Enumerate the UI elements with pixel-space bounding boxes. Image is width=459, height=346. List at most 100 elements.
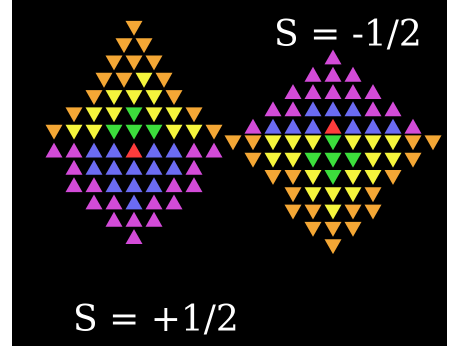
triangle-orange bbox=[155, 72, 173, 88]
triangle-green bbox=[324, 152, 342, 168]
triangle-orange bbox=[284, 187, 302, 203]
triangle-yellow bbox=[324, 204, 342, 220]
triangle-orange bbox=[324, 239, 342, 255]
triangle-orange bbox=[125, 20, 143, 36]
triangle-magenta bbox=[105, 211, 123, 227]
triangle-yellow bbox=[145, 107, 163, 123]
triangle-orange bbox=[165, 90, 183, 105]
triangle-magenta bbox=[65, 177, 83, 193]
triangle-yellow bbox=[65, 124, 83, 140]
triangle-orange bbox=[65, 107, 83, 123]
triangle-magenta bbox=[125, 229, 143, 244]
triangle-yellow bbox=[284, 152, 302, 168]
triangle-mosaic bbox=[45, 20, 442, 255]
triangle-magenta bbox=[45, 142, 63, 158]
triangle-blue bbox=[125, 159, 143, 175]
triangle-magenta bbox=[65, 142, 83, 158]
triangle-blue bbox=[145, 159, 163, 175]
triangle-blue bbox=[85, 142, 103, 158]
triangle-orange bbox=[115, 38, 133, 54]
triangle-yellow bbox=[105, 90, 123, 105]
triangle-blue bbox=[264, 118, 282, 134]
spin-down-label: S = -1/2 bbox=[274, 14, 422, 55]
triangle-magenta bbox=[344, 84, 362, 99]
triangle-orange bbox=[344, 204, 362, 220]
triangle-blue bbox=[145, 142, 163, 158]
triangle-yellow bbox=[384, 152, 402, 168]
triangle-magenta bbox=[324, 49, 342, 65]
triangle-red bbox=[125, 142, 143, 158]
triangle-orange bbox=[95, 72, 113, 88]
triangle-magenta bbox=[304, 84, 322, 99]
triangle-yellow bbox=[125, 90, 143, 105]
triangle-orange bbox=[404, 135, 422, 151]
triangle-blue bbox=[85, 159, 103, 175]
triangle-yellow bbox=[165, 107, 183, 123]
triangle-blue bbox=[364, 118, 382, 134]
triangle-yellow bbox=[284, 135, 302, 151]
triangle-green bbox=[344, 152, 362, 168]
triangle-orange bbox=[304, 204, 322, 220]
triangle-green bbox=[145, 124, 163, 140]
triangle-magenta bbox=[344, 66, 362, 82]
triangle-yellow bbox=[364, 135, 382, 151]
triangle-blue bbox=[344, 118, 362, 134]
triangle-blue bbox=[304, 101, 322, 117]
triangle-magenta bbox=[304, 66, 322, 82]
triangle-yellow bbox=[324, 187, 342, 203]
triangle-yellow bbox=[85, 124, 103, 140]
triangle-yellow bbox=[145, 90, 163, 105]
triangle-orange bbox=[384, 170, 402, 185]
triangle-orange bbox=[115, 72, 133, 88]
triangle-magenta bbox=[85, 177, 103, 193]
spin-up-diamond bbox=[45, 20, 223, 244]
triangle-green bbox=[304, 152, 322, 168]
triangle-yellow bbox=[165, 124, 183, 140]
triangle-magenta bbox=[364, 84, 382, 99]
triangle-orange bbox=[264, 170, 282, 185]
triangle-magenta bbox=[105, 194, 123, 210]
triangle-yellow bbox=[264, 152, 282, 168]
triangle-blue bbox=[125, 177, 143, 193]
triangle-magenta bbox=[364, 101, 382, 117]
triangle-green bbox=[125, 107, 143, 123]
triangle-magenta bbox=[65, 159, 83, 175]
triangle-yellow bbox=[185, 124, 203, 140]
triangle-orange bbox=[205, 124, 223, 140]
triangle-magenta bbox=[185, 159, 203, 175]
triangle-orange bbox=[404, 152, 422, 168]
triangle-orange bbox=[125, 55, 143, 71]
triangle-magenta bbox=[244, 118, 262, 134]
triangle-orange bbox=[135, 38, 153, 54]
triangle-green bbox=[125, 124, 143, 140]
triangle-blue bbox=[145, 177, 163, 193]
triangle-magenta bbox=[284, 84, 302, 99]
triangle-orange bbox=[304, 221, 322, 237]
triangle-magenta bbox=[384, 101, 402, 117]
triangle-yellow bbox=[364, 152, 382, 168]
triangle-blue bbox=[165, 142, 183, 158]
triangle-orange bbox=[284, 170, 302, 185]
triangle-yellow bbox=[135, 72, 153, 88]
triangle-magenta bbox=[165, 177, 183, 193]
triangle-blue bbox=[105, 142, 123, 158]
triangle-blue bbox=[105, 159, 123, 175]
triangle-yellow bbox=[105, 107, 123, 123]
triangle-orange bbox=[224, 135, 242, 151]
triangle-orange bbox=[344, 221, 362, 237]
triangle-yellow bbox=[304, 187, 322, 203]
triangle-orange bbox=[424, 135, 442, 151]
triangle-magenta bbox=[145, 211, 163, 227]
triangle-green bbox=[324, 170, 342, 185]
triangle-blue bbox=[125, 194, 143, 210]
triangle-magenta bbox=[185, 177, 203, 193]
triangle-green bbox=[324, 135, 342, 151]
triangle-orange bbox=[284, 204, 302, 220]
triangle-orange bbox=[244, 135, 262, 151]
triangle-magenta bbox=[185, 142, 203, 158]
triangle-magenta bbox=[125, 211, 143, 227]
triangle-blue bbox=[384, 118, 402, 134]
triangle-blue bbox=[165, 159, 183, 175]
triangle-orange bbox=[324, 221, 342, 237]
